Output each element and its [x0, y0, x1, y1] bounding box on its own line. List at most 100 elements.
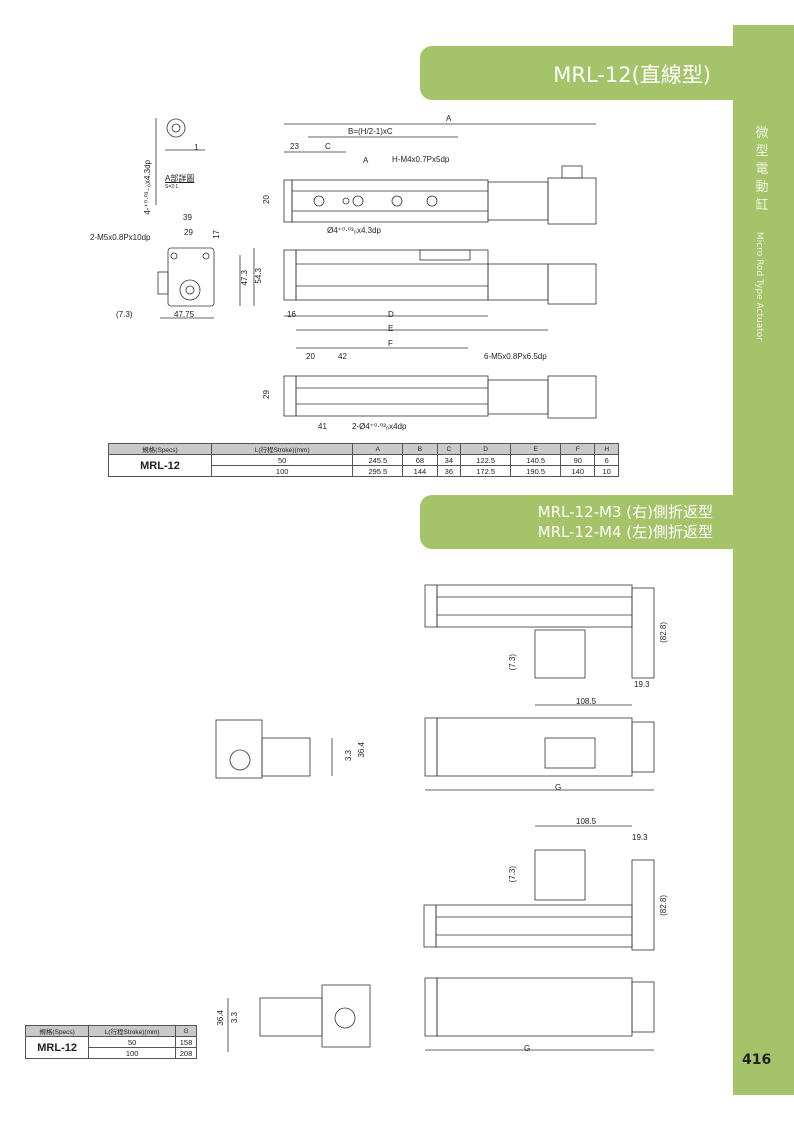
- bottom-view-drawing: [283, 347, 597, 419]
- cell: 208: [175, 1047, 197, 1059]
- cell: 68: [402, 454, 438, 466]
- dim-23: 23: [290, 142, 299, 151]
- folded-title-line1: MRL-12-M3 (右)側折返型: [537, 503, 713, 521]
- cell: 144: [402, 465, 438, 477]
- detail-a-drawing: [155, 118, 205, 205]
- folded-m4-drawings: [227, 825, 655, 1052]
- header-A: A: [352, 443, 404, 455]
- dim-F: F: [388, 339, 393, 348]
- cell: 34: [436, 454, 462, 466]
- dim-C: C: [325, 142, 331, 151]
- model-cell: MRL-12: [108, 454, 212, 477]
- cell: 140.5: [510, 454, 562, 466]
- header-E: E: [510, 443, 562, 455]
- dim-7-3a: (7.3): [508, 654, 517, 671]
- header-D: D: [460, 443, 512, 455]
- dim-19-3b: 19.3: [632, 833, 648, 842]
- dim-36-4a: 36.4: [357, 742, 366, 758]
- sidebar-title-cn: 微型電動缸: [755, 126, 769, 213]
- header-B: B: [402, 443, 438, 455]
- dim-82-8a: (82.8): [659, 622, 668, 643]
- model-cell: MRL-12: [24, 1036, 90, 1059]
- cell: 36: [436, 465, 462, 477]
- dim-108-5b: 108.5: [576, 817, 597, 826]
- dim-20: 20: [262, 195, 271, 204]
- detail-scale: S=2:1: [165, 184, 179, 190]
- dim-3-3a: 3.3: [344, 750, 353, 762]
- dim-16: 16: [287, 310, 296, 319]
- top-view-drawing: [283, 123, 597, 225]
- tap-top: H-M4x0.7Px5dp: [392, 155, 450, 164]
- cell: 50: [88, 1036, 176, 1048]
- cell: 10: [594, 465, 619, 477]
- header-H: H: [594, 443, 619, 455]
- dim-7-3b: (7.3): [508, 866, 517, 883]
- header-F: F: [560, 443, 596, 455]
- dim-A: A: [446, 114, 452, 123]
- dim-29: 29: [184, 228, 193, 237]
- section-title-folded: MRL-12-M3 (右)側折返型 MRL-12-M4 (左)側折返型: [420, 495, 733, 549]
- tap-side: 2-M5x0.8Px10dp: [90, 233, 151, 242]
- dim-20b: 20: [306, 352, 315, 361]
- dim-B: B=(H/2-1)xC: [348, 127, 393, 136]
- folded-m3-drawings: [215, 584, 655, 791]
- cell: 122.5: [460, 454, 512, 466]
- header-C: C: [436, 443, 462, 455]
- cell: 172.5: [460, 465, 512, 477]
- header-stroke: L(行程Stroke)(mm): [88, 1025, 176, 1037]
- folded-title-line2: MRL-12-M4 (左)側折返型: [537, 523, 713, 541]
- sidebar-title-en: Micro Rod Type Actuator: [754, 232, 764, 341]
- sidebar: [733, 25, 794, 1095]
- table-header-row: 規格(Specs)L(行程Stroke)(mm)G: [24, 1025, 197, 1037]
- dim-39: 39: [183, 213, 192, 222]
- detail-hole: 4-⁺⁰·⁰³₋₀x4.3dp: [143, 160, 152, 215]
- cell: 6: [594, 454, 619, 466]
- dim-54-3: 54.3: [254, 268, 263, 284]
- dim-29b: 29: [262, 390, 271, 399]
- dim-47-3: 47.3: [240, 270, 249, 286]
- cell: 190.5: [510, 465, 562, 477]
- end-view-drawing: [157, 247, 255, 319]
- cell: 140: [560, 465, 596, 477]
- cell: 295.5: [352, 465, 404, 477]
- dim-Ga: G: [555, 783, 562, 792]
- cell: 158: [175, 1036, 197, 1048]
- side-view-drawing: [283, 249, 597, 331]
- dim-Gb: G: [524, 1044, 531, 1053]
- mark-A: A: [363, 156, 369, 165]
- dim-108-5a: 108.5: [576, 697, 597, 706]
- dim-E: E: [388, 324, 394, 333]
- hole-bottom: 2-Ø4⁺⁰·⁰³₀x4dp: [352, 422, 407, 431]
- section-title-linear: MRL-12(直線型): [420, 46, 733, 100]
- header-specs: 規格(Specs): [108, 443, 212, 455]
- cell: 245.5: [352, 454, 404, 466]
- dim-7-3: (7.3): [116, 310, 133, 319]
- cell: 50: [210, 454, 354, 466]
- tap-bottom: 6-M5x0.8Px6.5dp: [484, 352, 547, 361]
- dim-82-8b: (82.8): [659, 895, 668, 916]
- cell: 90: [560, 454, 596, 466]
- dim-41: 41: [318, 422, 327, 431]
- dim-42: 42: [338, 352, 347, 361]
- hole-top: Ø4⁺⁰·⁰³₀x4.3dp: [327, 226, 381, 235]
- dim-17: 17: [212, 230, 221, 239]
- cell: 100: [210, 465, 354, 477]
- header-G: G: [175, 1025, 197, 1037]
- dim-D: D: [388, 310, 394, 319]
- dim-19-3a: 19.3: [634, 680, 650, 689]
- dim-47-75: 47.75: [174, 310, 195, 319]
- cell: 100: [88, 1047, 176, 1059]
- dim-3-3b: 3.3: [230, 1012, 239, 1024]
- header-specs: 規格(Specs): [24, 1025, 90, 1037]
- dim-36-4b: 36.4: [216, 1010, 225, 1026]
- page-number: 416: [742, 1052, 772, 1068]
- detail-dim-1: 1: [194, 143, 199, 152]
